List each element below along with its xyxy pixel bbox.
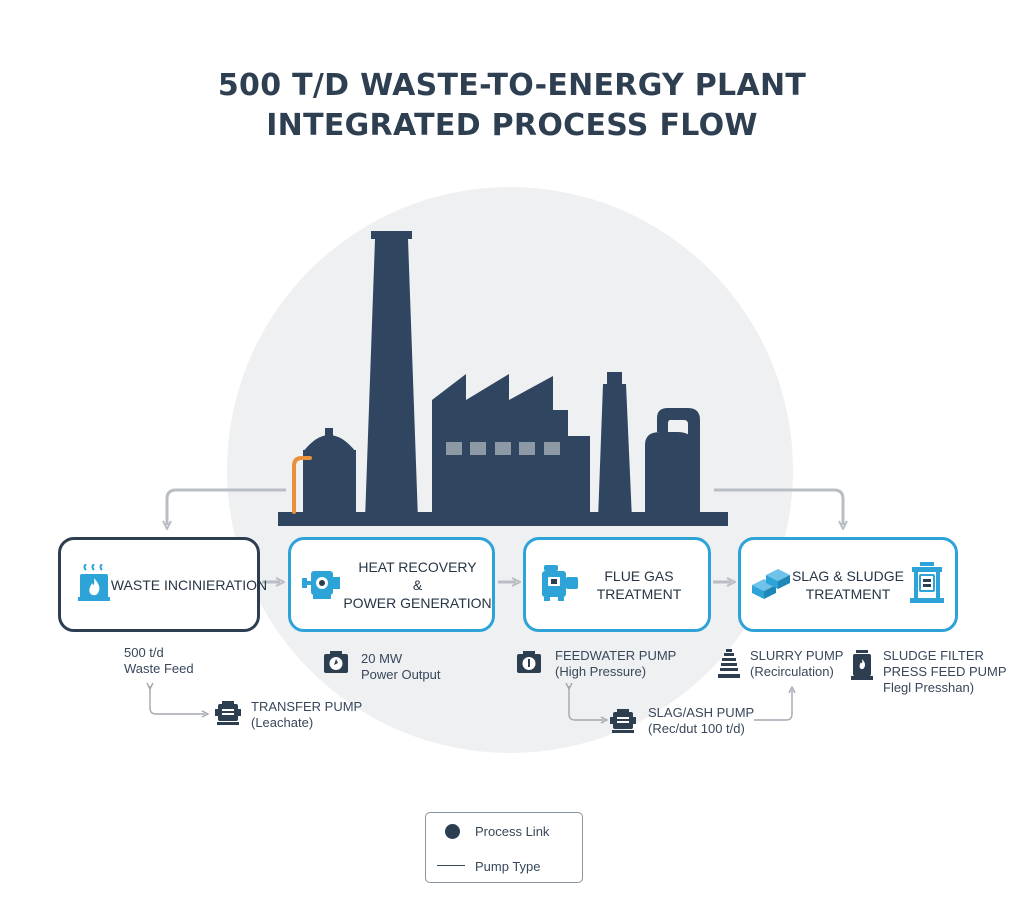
caption-line: FEEDWATER PUMP (555, 648, 677, 663)
slag-pump-to-slurry-link (754, 690, 792, 721)
stage-slag-sludge-treatment[interactable]: SLAG & SLUDGE TREATMENT (738, 537, 958, 632)
caption-line: SLUDGE FILTER (883, 648, 984, 663)
caption-line: (Rec/dut 100 t/d) (648, 721, 745, 736)
slag-blocks-icon (750, 565, 794, 605)
transfer-pump-caption: TRANSFER PUMP (Leachate) (251, 699, 362, 731)
stage-waste-incineration[interactable]: WASTE INCINIERATION (58, 537, 267, 632)
stage-label-line: TREATMENT (805, 585, 891, 602)
orange-pipe (292, 456, 312, 514)
transfer-pump-icon (215, 701, 241, 730)
sludge-filter-pump-caption: SLUDGE FILTER PRESS FEED PUMP Flegl Pres… (883, 648, 1007, 696)
stage-label-line: WASTE INCINIERATION (110, 576, 268, 593)
slurry-pump-caption: SLURRY PUMP (Recirculation) (750, 648, 843, 680)
stage-label-line: TREATMENT (596, 585, 682, 602)
caption-line: 20 MW (361, 651, 403, 666)
caption-line: Power Output (361, 667, 441, 682)
legend: Process Link Pump Type (425, 812, 583, 883)
caption-line: TRANSFER PUMP (251, 699, 363, 714)
gas-scrubber-icon (540, 563, 580, 607)
power-meter-icon (324, 651, 348, 678)
page-title: 500 T/D WASTE-TO-ENERGY PLANT INTEGRATED… (0, 66, 1024, 146)
waste-feed-caption: 500 t/d Waste Feed (124, 645, 194, 677)
power-output-caption: 20 MW Power Output (361, 651, 441, 683)
caption-line: PRESS FEED PUMP (883, 664, 1007, 679)
caption-line: 500 t/d (124, 645, 164, 660)
stage-label-line: FLUE GAS (604, 567, 674, 584)
turbine-icon (301, 566, 341, 604)
title-line-1: 500 T/D WASTE-TO-ENERGY PLANT (217, 68, 807, 103)
legend-pump-type-label: Pump Type (475, 859, 541, 874)
legend-process-link-label: Process Link (475, 824, 550, 839)
caption-line: SLURRY PUMP (750, 648, 844, 663)
title-line-2: INTEGRATED PROCESS FLOW (266, 108, 758, 143)
building-windows (446, 442, 560, 455)
slurry-pump-icon (718, 649, 740, 684)
feedwater-pump-caption: FEEDWATER PUMP (High Pressure) (555, 648, 676, 680)
stage-flue-gas-treatment[interactable]: FLUE GAS TREATMENT (523, 537, 711, 632)
plant-to-incineration-arrow (167, 488, 286, 525)
slag-ash-pump-caption: SLAG/ASH PUMP (Rec/dut 100 t/d) (648, 705, 754, 737)
caption-line: Waste Feed (124, 661, 194, 676)
stage-label-line: SLAG & SLUDGE (791, 567, 905, 584)
caption-line: (High Pressure) (555, 664, 647, 679)
caption-line: (Recirculation) (750, 664, 834, 679)
slag-ash-pump-icon (610, 709, 636, 738)
stage-label-line: POWER GENERATION (343, 594, 492, 611)
plant-to-slag-arrow (714, 488, 843, 525)
sludge-filter-pump-icon (851, 650, 873, 685)
pump-type-swatch (437, 865, 465, 866)
incinerator-flame-icon (77, 562, 111, 606)
stage-label-line: HEAT RECOVERY (358, 558, 477, 575)
waste-feed-to-transfer-pump-link (150, 686, 205, 714)
caption-line: SLAG/ASH PUMP (648, 705, 755, 720)
filter-press-icon (910, 561, 944, 608)
stage-heat-recovery[interactable]: HEAT RECOVERY & POWER GENERATION (288, 537, 495, 632)
stage-label-line: & (412, 576, 423, 593)
feedwater-pump-icon (517, 651, 541, 678)
feedwater-to-slag-pump-link (569, 686, 604, 720)
process-link-swatch (445, 824, 460, 839)
caption-line: (Leachate) (251, 715, 314, 730)
caption-line: Flegl Presshan) (883, 680, 975, 695)
